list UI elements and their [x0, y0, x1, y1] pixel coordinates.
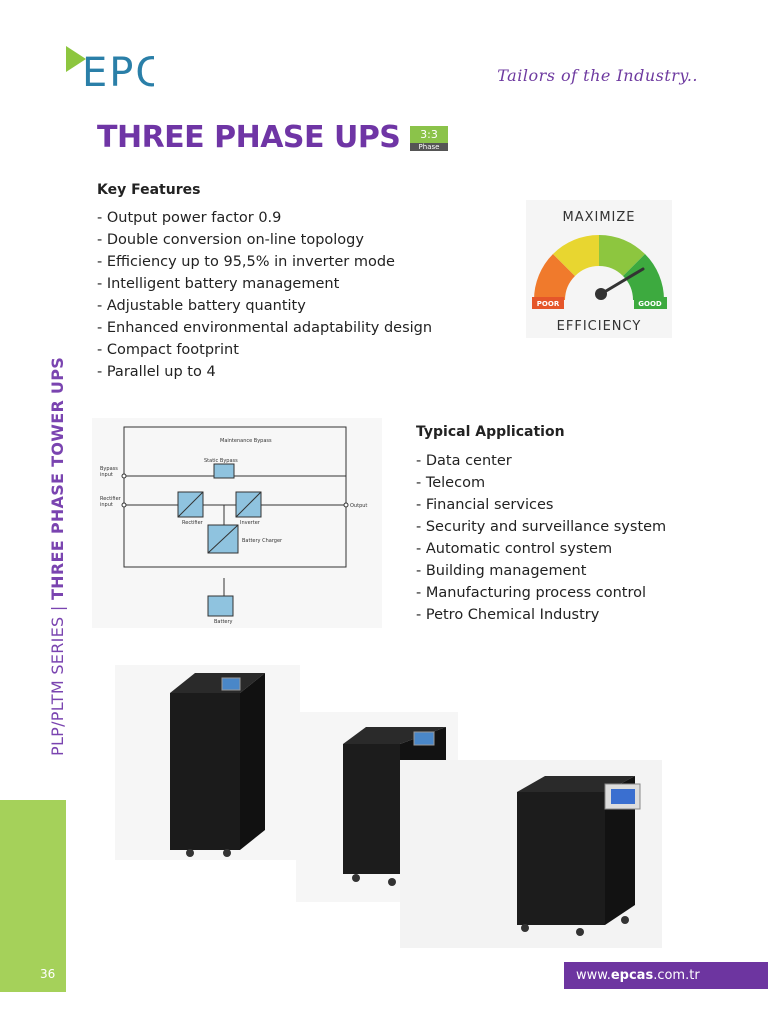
list-item: - Manufacturing process control [416, 585, 647, 601]
bypass-input-label-2: input [100, 472, 113, 478]
list-item: - Output power factor 0.9 [97, 210, 282, 226]
gauge-needle [599, 267, 645, 296]
list-item: - Data center [416, 453, 512, 469]
ups-block-diagram: Maintenance Bypass Static Bypass Bypass … [92, 418, 382, 628]
url-domain: epcas [610, 968, 654, 983]
list-item: - Double conversion on-line topology [97, 232, 364, 248]
static-bypass-label: Static Bypass [204, 458, 238, 464]
gauge-poor-label: POOR [537, 300, 560, 308]
phase-badge-label: Phase [410, 143, 448, 151]
efficiency-gauge: MAXIMIZE POOR GOOD EFFICIENCY [526, 200, 672, 338]
url-prefix: www. [576, 968, 611, 983]
gauge-segment-good [599, 234, 645, 276]
output-label: Output [350, 503, 367, 509]
list-item: - Intelligent battery management [97, 276, 340, 292]
typical-application-heading: Typical Application [416, 424, 565, 440]
rectifier-input-label-2: input [100, 502, 113, 508]
ups-tower-image-1 [115, 665, 300, 860]
url-suffix: .com.tr [653, 968, 700, 983]
gauge-segment-excellent [623, 254, 665, 300]
key-features-heading: Key Features [97, 182, 201, 198]
bypass-input-label-1: Bypass [100, 466, 118, 472]
page-title: THREE PHASE UPS [97, 120, 401, 155]
list-item: - Petro Chemical Industry [416, 607, 600, 623]
ups-tower-image-3 [400, 760, 662, 948]
list-item: - Compact footprint [97, 342, 239, 358]
gauge-segment-fair [553, 234, 599, 276]
key-features-list: - Output power factor 0.9 - Double conve… [97, 207, 432, 383]
side-series-label: PLP/PLTM SERIES | THREE PHASE TOWER UPS [48, 357, 67, 756]
epc-logo: EPC [66, 46, 154, 92]
tagline: Tailors of the Industry.. [497, 66, 698, 85]
page-number: 36 [40, 967, 56, 981]
list-item: - Adjustable battery quantity [97, 298, 306, 314]
list-item: - Telecom [416, 475, 486, 491]
rectifier-label: Rectifier [182, 520, 204, 526]
website-url[interactable]: www.epcas.com.tr [564, 962, 768, 989]
series-name: PLP/PLTM SERIES | [48, 600, 67, 756]
rectifier-input-label-1: Rectifier [100, 496, 122, 502]
battery-charger-label: Battery Charger [242, 538, 283, 544]
phase-badge-ratio: 3:3 [410, 126, 448, 143]
logo-text: EPC [82, 50, 154, 92]
list-item: - Financial services [416, 497, 554, 513]
maintenance-bypass-label: Maintenance Bypass [220, 438, 272, 444]
green-accent-bar [0, 800, 66, 992]
gauge-segment-poor [533, 254, 575, 300]
gauge-top-label: MAXIMIZE [562, 210, 635, 225]
gauge-bottom-label: EFFICIENCY [557, 319, 642, 334]
phase-badge: 3:3 Phase [410, 126, 448, 152]
battery-block [207, 595, 234, 617]
list-item: - Parallel up to 4 [97, 364, 216, 380]
list-item: - Security and surveillance system [416, 519, 667, 535]
list-item: - Enhanced environmental adaptability de… [97, 320, 433, 336]
list-item: - Efficiency up to 95,5% in inverter mod… [97, 254, 395, 270]
product-name: THREE PHASE TOWER UPS [48, 356, 67, 601]
inverter-label: Inverter [240, 520, 261, 526]
gauge-good-label: GOOD [638, 300, 662, 308]
static-bypass-block [213, 463, 235, 479]
list-item: - Automatic control system [416, 541, 613, 557]
typical-application-list: - Data center - Telecom - Financial serv… [416, 450, 666, 626]
battery-label: Battery [214, 619, 233, 625]
list-item: - Building management [416, 563, 587, 579]
